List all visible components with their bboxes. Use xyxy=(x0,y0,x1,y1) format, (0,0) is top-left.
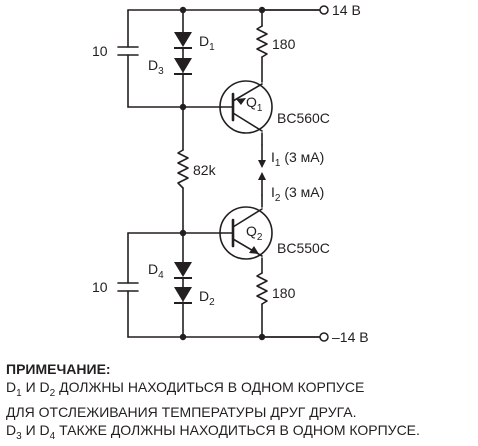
q2-part-label: BC550C xyxy=(277,240,330,256)
d2-label: D2 xyxy=(199,288,215,308)
note-line-1: D1 И D2 ДОЛЖНЫ НАХОДИТЬСЯ В ОДНОМ КОРПУС… xyxy=(6,379,365,399)
cap-bottom-label: 10 xyxy=(92,279,108,295)
d4-label: D4 xyxy=(148,261,164,281)
junction-dot xyxy=(179,229,187,237)
q1-emitter-lead xyxy=(232,83,263,102)
junction-dot xyxy=(258,333,266,341)
q1-emitter-arrow xyxy=(236,98,246,105)
q2-collector-lead xyxy=(232,208,263,228)
q2-label: Q2 xyxy=(246,223,263,243)
resistor-82k-label: 82k xyxy=(193,162,217,178)
resistor-top-label: 180 xyxy=(272,36,296,52)
q1-part-label: BC560C xyxy=(277,110,330,126)
negative-terminal xyxy=(319,332,329,342)
diode-d2 xyxy=(174,287,192,302)
circuit-schematic: 14 В –14 В 10 10 D1 D3 D4 D2 180 180 82k… xyxy=(92,2,369,345)
i1-label: I1 (3 мА) xyxy=(271,149,324,169)
junction-dot xyxy=(179,103,187,111)
junction-dot xyxy=(179,6,187,14)
note-block: ПРИМЕЧАНИЕ: D1 И D2 ДОЛЖНЫ НАХОДИТЬСЯ В … xyxy=(6,360,476,446)
supply-negative-label: –14 В xyxy=(332,329,369,345)
q1-label: Q1 xyxy=(246,94,263,114)
diode-d4 xyxy=(174,262,192,277)
q2-transistor-body xyxy=(219,206,273,260)
diode-d3 xyxy=(174,58,192,73)
junction-dot xyxy=(179,333,187,341)
q1-transistor-body xyxy=(219,80,273,134)
q1-collector-lead xyxy=(232,112,263,132)
d1-label: D1 xyxy=(199,33,215,53)
supply-positive-label: 14 В xyxy=(332,2,361,18)
resistor-82k xyxy=(177,149,189,189)
positive-terminal xyxy=(319,5,329,15)
i2-label: I2 (3 мА) xyxy=(271,184,324,204)
diode-d1 xyxy=(174,32,192,47)
resistor-bottom xyxy=(256,272,268,305)
cap-top-label: 10 xyxy=(92,43,108,59)
resistor-top xyxy=(256,25,268,58)
q2-emitter-arrow xyxy=(249,246,259,254)
note-line-2: ДЛЯ ОТСЛЕЖИВАНИЯ ТЕМПЕРАТУРЫ ДРУГ ДРУГА. xyxy=(6,403,357,420)
note-line-3: D3 И D4 ТАКЖЕ ДОЛЖНЫ НАХОДИТЬСЯ В ОДНОМ … xyxy=(6,421,420,442)
note-title: ПРИМЕЧАНИЕ: xyxy=(6,361,111,377)
d3-label: D3 xyxy=(148,57,164,77)
resistor-bottom-label: 180 xyxy=(272,285,296,301)
